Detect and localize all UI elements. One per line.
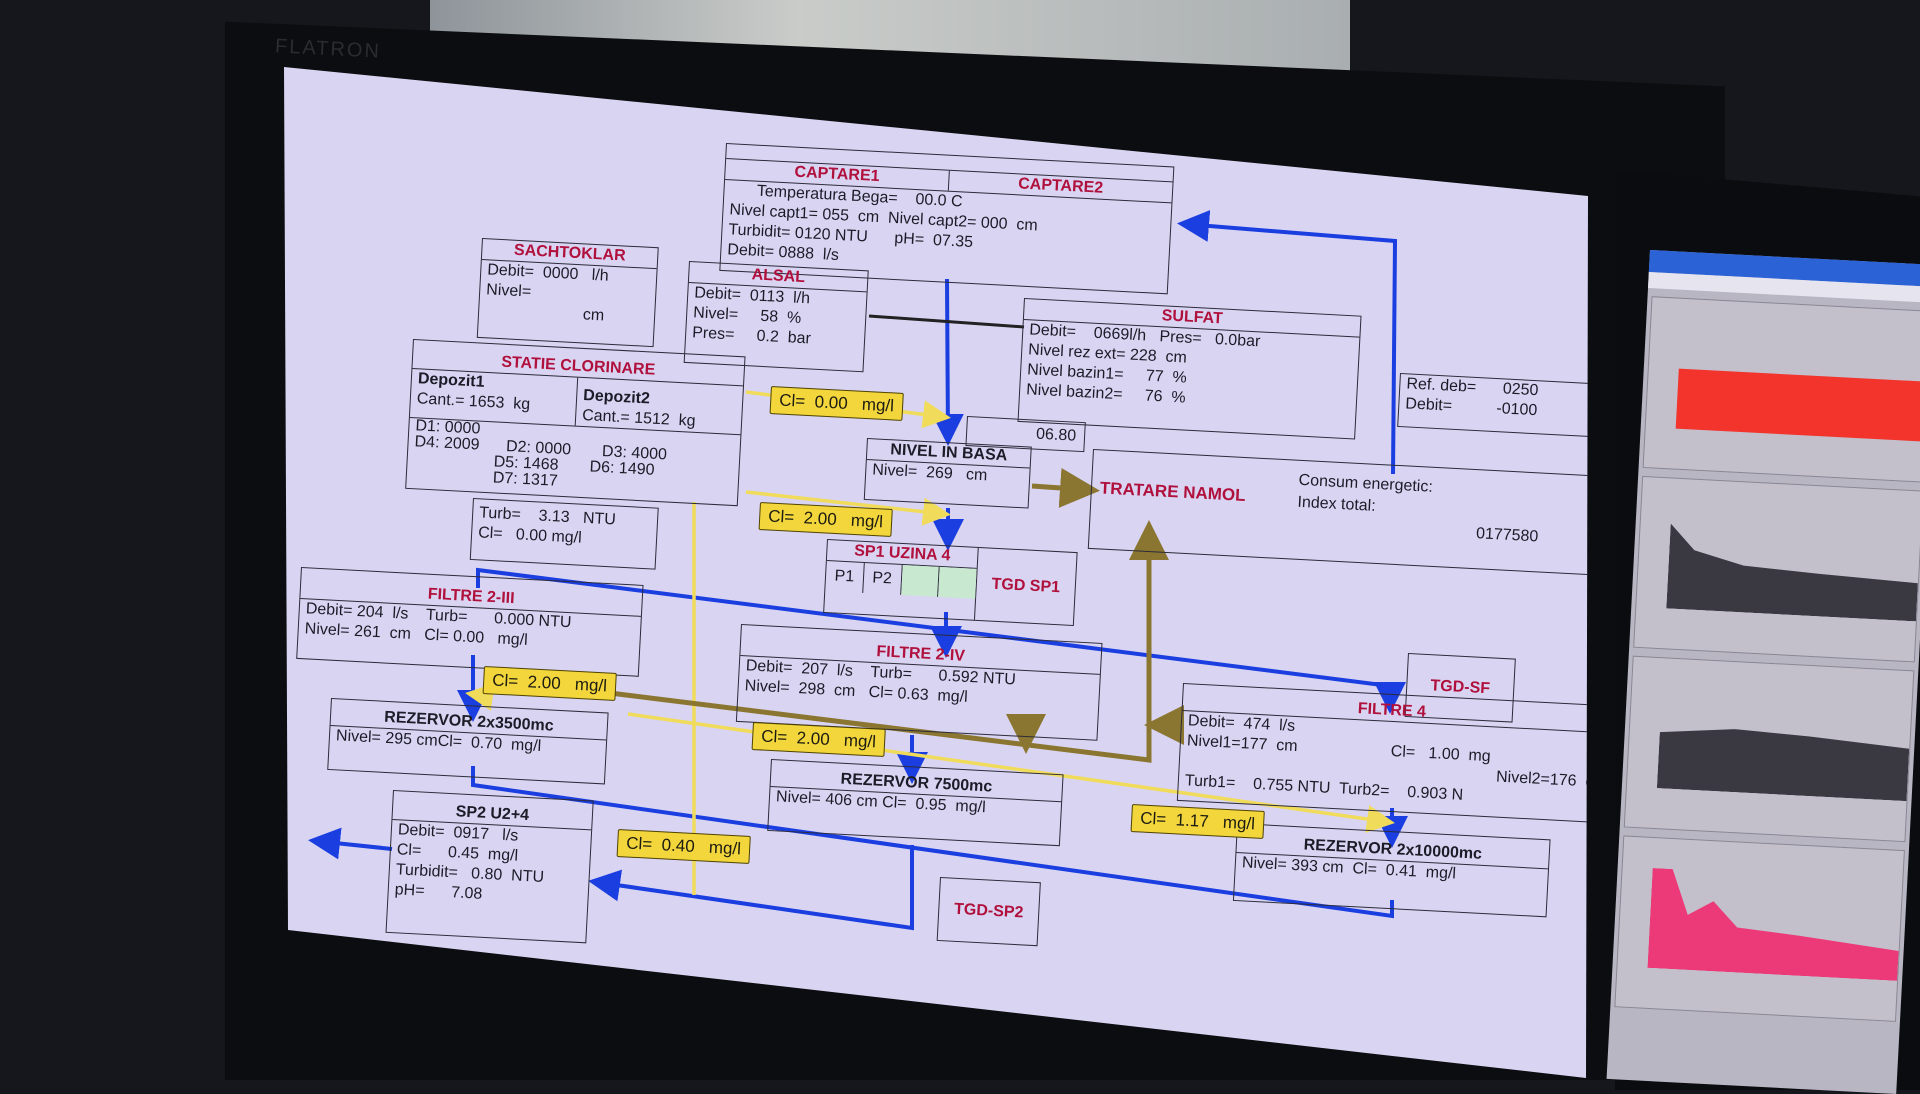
- water-pipe-rez-collector: [471, 766, 1394, 919]
- sulfat-panel[interactable]: SULFAT Debit= 0669l/h Pres= 0.0bar Nivel…: [1017, 298, 1362, 440]
- rezervor-7500-panel[interactable]: REZERVOR 7500mc Nivel= 406 cm Cl= 0.95 m…: [767, 759, 1064, 847]
- trend-chart-sulfat: [1642, 296, 1920, 483]
- sludge-pipe-basa: [1031, 467, 1100, 508]
- pump-p3-indicator[interactable]: [900, 564, 940, 597]
- sp2-u2-4-panel[interactable]: SP2 U2+4 Debit= 0917 l/s Cl= 0.45 mg/l T…: [385, 790, 594, 944]
- trend-chart-2: [1633, 475, 1920, 663]
- tgd-sp2-button[interactable]: TGD-SP2: [936, 877, 1041, 947]
- chlorine-pipe-2: [745, 490, 951, 526]
- water-pipe-sp2-feed: [588, 845, 914, 931]
- trend-area: [1647, 868, 1902, 981]
- tratare-title: TRATARE NAMOL: [1099, 478, 1247, 506]
- sachtoklar-panel[interactable]: SACHTOKLAR Debit= 0000 l/h Nivel= cm: [476, 238, 659, 348]
- trend-chart-4: [1614, 835, 1905, 1022]
- nivel-in-basa-panel[interactable]: NIVEL IN BASA Nivel= 269 cm: [863, 438, 1032, 509]
- trend-chart-3: [1623, 655, 1915, 843]
- turbidity-panel[interactable]: Turb= 3.13 NTU Cl= 0.00 mg/l: [469, 498, 659, 570]
- chlorine-pipe-4: [465, 683, 495, 711]
- sp1-uzina4-panel[interactable]: SP1 UZINA 4 P1 P2 TGD SP1: [823, 539, 1078, 627]
- filtre-2-iii-panel[interactable]: FILTRE 2-III Debit= 204 l/s Turb= 0.000 …: [296, 567, 644, 677]
- rezervor-2x3500-panel[interactable]: REZERVOR 2x3500mc Nivel= 295 cmCl= 0.70 …: [327, 698, 609, 785]
- reagent-pipe-alsal-sulfat: [868, 314, 1025, 329]
- tgd-sp1-label[interactable]: TGD SP1: [991, 575, 1061, 597]
- pump-p2[interactable]: P2: [862, 562, 903, 595]
- ref-debit-panel[interactable]: Ref. deb= 0250 Debit= -0100: [1397, 373, 1588, 438]
- trend-window: [1606, 250, 1920, 1094]
- index-label: Index total:: [1297, 493, 1377, 515]
- statie-clorinare-panel[interactable]: STATIE CLORINARE Depozit1 Cant.= 1653 kg…: [405, 339, 746, 507]
- index-total-value: 0177580: [1475, 525, 1539, 546]
- filtre-4-panel[interactable]: FILTRE 4 Debit= 474 l/s Nivel1=177 cm Cl…: [1176, 683, 1588, 823]
- water-pipe-distribution: [476, 567, 1406, 714]
- trend-area: [1675, 368, 1920, 442]
- rezervor-2x10000-panel[interactable]: REZERVOR 2x10000mc Nivel= 393 cm Cl= 0.4…: [1232, 823, 1551, 918]
- pump-p4-indicator[interactable]: [938, 566, 977, 599]
- trend-area: [1666, 523, 1920, 621]
- pump-p1[interactable]: P1: [825, 561, 865, 593]
- water-pipe-captare-basa: [931, 278, 964, 446]
- water-pipe-return: [1177, 209, 1398, 475]
- water-pipe-output: [308, 827, 393, 860]
- trend-area: [1657, 718, 1910, 801]
